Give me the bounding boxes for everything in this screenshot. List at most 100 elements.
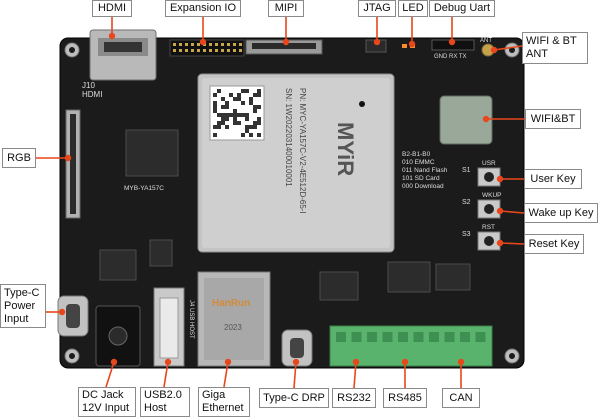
callout-endpoint-dot — [448, 38, 456, 46]
chip — [435, 263, 471, 291]
header-pin — [233, 43, 236, 46]
button-id: S3 — [462, 231, 471, 238]
qr-cell — [229, 113, 233, 117]
callout-endpoint-dot — [58, 308, 66, 316]
callout-rgb: RGB — [2, 148, 36, 168]
qr-cell — [245, 129, 249, 133]
qr-cell — [237, 113, 241, 117]
callout-endpoint-dot — [457, 358, 465, 366]
button-id: S1 — [462, 167, 471, 174]
callout-leader-line — [353, 361, 357, 389]
button-label: RST — [482, 224, 495, 231]
hdmi-connector — [89, 29, 157, 81]
callout-debug-uart: Debug Uart — [429, 0, 495, 17]
qr-cell — [217, 121, 221, 125]
qr-cell — [221, 105, 225, 109]
callout-user-key: User Key — [524, 169, 582, 189]
qr-cell — [229, 93, 233, 97]
qr-cell — [253, 125, 257, 129]
terminal-screw — [460, 332, 470, 342]
callout-endpoint-dot — [496, 239, 504, 247]
qr-cell — [225, 125, 229, 129]
hdmi-chip — [125, 129, 179, 177]
qr-cell — [257, 117, 261, 121]
qr-cell — [225, 105, 229, 109]
ant-silkscreen: ANT — [480, 38, 492, 44]
qr-cell — [225, 113, 229, 117]
som-logo: MYiR — [333, 122, 358, 176]
callout-type-c-power: Type-C Power Input — [0, 284, 46, 328]
qr-cell — [221, 121, 225, 125]
callout-endpoint-dot — [108, 32, 116, 40]
callout-leader-line — [105, 361, 115, 388]
qr-cell — [225, 101, 229, 105]
header-pin — [227, 49, 230, 52]
terminal-screw — [398, 332, 408, 342]
qr-cell — [257, 133, 261, 137]
callout-endpoint-dot — [373, 38, 381, 46]
callout-leader-line — [163, 361, 169, 388]
qr-cell — [217, 125, 221, 129]
mounting-holes — [64, 42, 520, 364]
qr-cell — [213, 109, 217, 113]
callout-wifi-bt: WIFI&BT — [525, 109, 581, 129]
terminal-screw — [444, 332, 455, 342]
header-pin — [209, 49, 212, 52]
callout-endpoint-dot — [224, 358, 232, 366]
callout-endpoint-dot — [490, 46, 498, 54]
rj45-connector — [197, 271, 271, 367]
callout-leader-line — [493, 45, 523, 51]
qr-cell — [225, 117, 229, 121]
qr-cell — [241, 133, 245, 137]
tactile-button: USR S1 — [462, 160, 501, 187]
header-pin — [233, 49, 236, 52]
terminal-screw — [351, 332, 362, 342]
qr-cell — [237, 93, 241, 97]
boot-table-line: 000 Download — [402, 183, 444, 190]
qr-cell — [241, 113, 245, 117]
header-pin — [197, 49, 200, 52]
qr-cell — [257, 105, 261, 109]
callout-endpoint-dot — [496, 207, 504, 215]
qr-cell — [249, 97, 253, 101]
callout-mipi: MIPI — [268, 0, 304, 17]
qr-cell — [245, 113, 249, 117]
button-label: USR — [482, 160, 496, 167]
header-pin — [209, 43, 212, 46]
header-pin — [191, 43, 194, 46]
terminal-screw — [382, 332, 393, 342]
callout-expansion-io: Expansion IO — [165, 0, 241, 17]
callout-usb-host: USB2.0 Host — [140, 387, 190, 417]
boot-table-line: 101 SD Card — [402, 175, 440, 182]
callout-leader-line — [499, 210, 525, 214]
qr-cell — [249, 133, 253, 137]
expansion-io-header — [169, 39, 245, 57]
qr-cell — [213, 133, 217, 137]
callout-giga-ethernet: Giga Ethernet — [198, 387, 250, 417]
qr-cell — [237, 121, 241, 125]
qr-cell — [257, 93, 261, 97]
header-pin — [203, 49, 206, 52]
callout-endpoint-dot — [401, 358, 409, 366]
header-pin — [215, 49, 218, 52]
button-label: WKUP — [482, 192, 502, 199]
rj45-year: 2023 — [224, 323, 242, 332]
callout-endpoint-dot — [292, 358, 300, 366]
qr-cell — [245, 117, 249, 121]
qr-cell — [221, 113, 225, 117]
boot-table-line: 010 EMMC — [402, 159, 435, 166]
board-model-silkscreen: MYB-YA157C — [124, 185, 164, 192]
callout-endpoint-dot — [199, 38, 207, 46]
qr-cell — [237, 97, 241, 101]
qr-cell — [213, 93, 217, 97]
boot-table-line: 011 Nand Flash — [402, 167, 448, 174]
qr-cell — [221, 117, 225, 121]
header-pin — [221, 43, 224, 46]
terminal-screw — [475, 332, 486, 342]
tactile-button: RST S3 — [462, 224, 501, 251]
qr-cell — [249, 125, 253, 129]
qr-cell — [213, 125, 217, 129]
